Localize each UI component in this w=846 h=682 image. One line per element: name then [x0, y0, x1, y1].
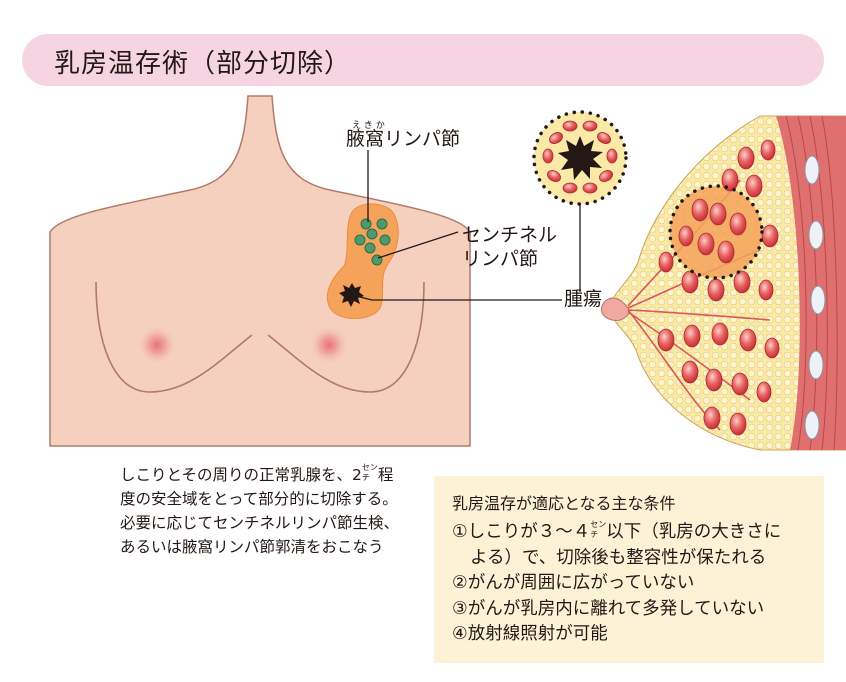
- tumor-label: 腫瘍: [564, 288, 603, 310]
- desc-line1a: しこりとその周りの正常乳腺を、2: [120, 466, 362, 484]
- conditions-title: 乳房温存が適応となる主な条件: [452, 494, 676, 513]
- tumor-icon: [339, 283, 364, 307]
- desc-line3: 必要に応じてセンチネルリンパ節生検、: [120, 514, 400, 532]
- condition-item-3: ③がんが乳房内に離れて多発していない: [452, 598, 765, 619]
- axillary-ruby: えきか: [352, 121, 388, 131]
- axillary-lymph-node-label: 腋窩リンパ節: [346, 128, 461, 150]
- nipple-right: [309, 325, 349, 365]
- cond-unit: センチ: [590, 520, 607, 539]
- condition-item-2: ②がんが周囲に広がっていない: [452, 573, 695, 593]
- desc-line2: 度の安全域をとって部分的に切除する。: [120, 490, 398, 508]
- leader-lines: [351, 150, 581, 301]
- tumor-magnified: [532, 110, 628, 206]
- condition-item-1-cont: よる）で、切除後も整容性が保たれる: [470, 547, 767, 568]
- sentinel-label-line2: リンパ節: [462, 248, 539, 270]
- nipple-left: [137, 325, 177, 365]
- sentinel-label-line1: センチネル: [462, 224, 558, 246]
- condition-item-4: ④放射線照射が可能: [452, 624, 608, 644]
- desc-line1b: 程: [377, 466, 394, 484]
- title-bar: 乳房温存術（部分切除）: [22, 34, 824, 86]
- torso-figure: [49, 95, 471, 447]
- page-title: 乳房温存術（部分切除）: [54, 49, 352, 79]
- conditions-box: 乳房温存が適応となる主な条件 ①しこりが３〜４センチ以下（乳房の大きさに よる）…: [434, 476, 824, 663]
- desc-line4: あるいは腋窩リンパ節郭清をおこなう: [120, 538, 384, 556]
- desc-unit: センチ: [361, 463, 378, 482]
- condition-item-1: ①しこりが３〜４センチ以下（乳房の大きさに: [452, 520, 782, 542]
- conditions-list: ①しこりが３〜４センチ以下（乳房の大きさに よる）で、切除後も整容性が保たれる …: [452, 520, 781, 648]
- procedure-description: しこりとその周りの正常乳腺を、2センチ程 度の安全域をとって部分的に切除する。 …: [120, 463, 425, 559]
- breast-cross-section: [601, 115, 846, 451]
